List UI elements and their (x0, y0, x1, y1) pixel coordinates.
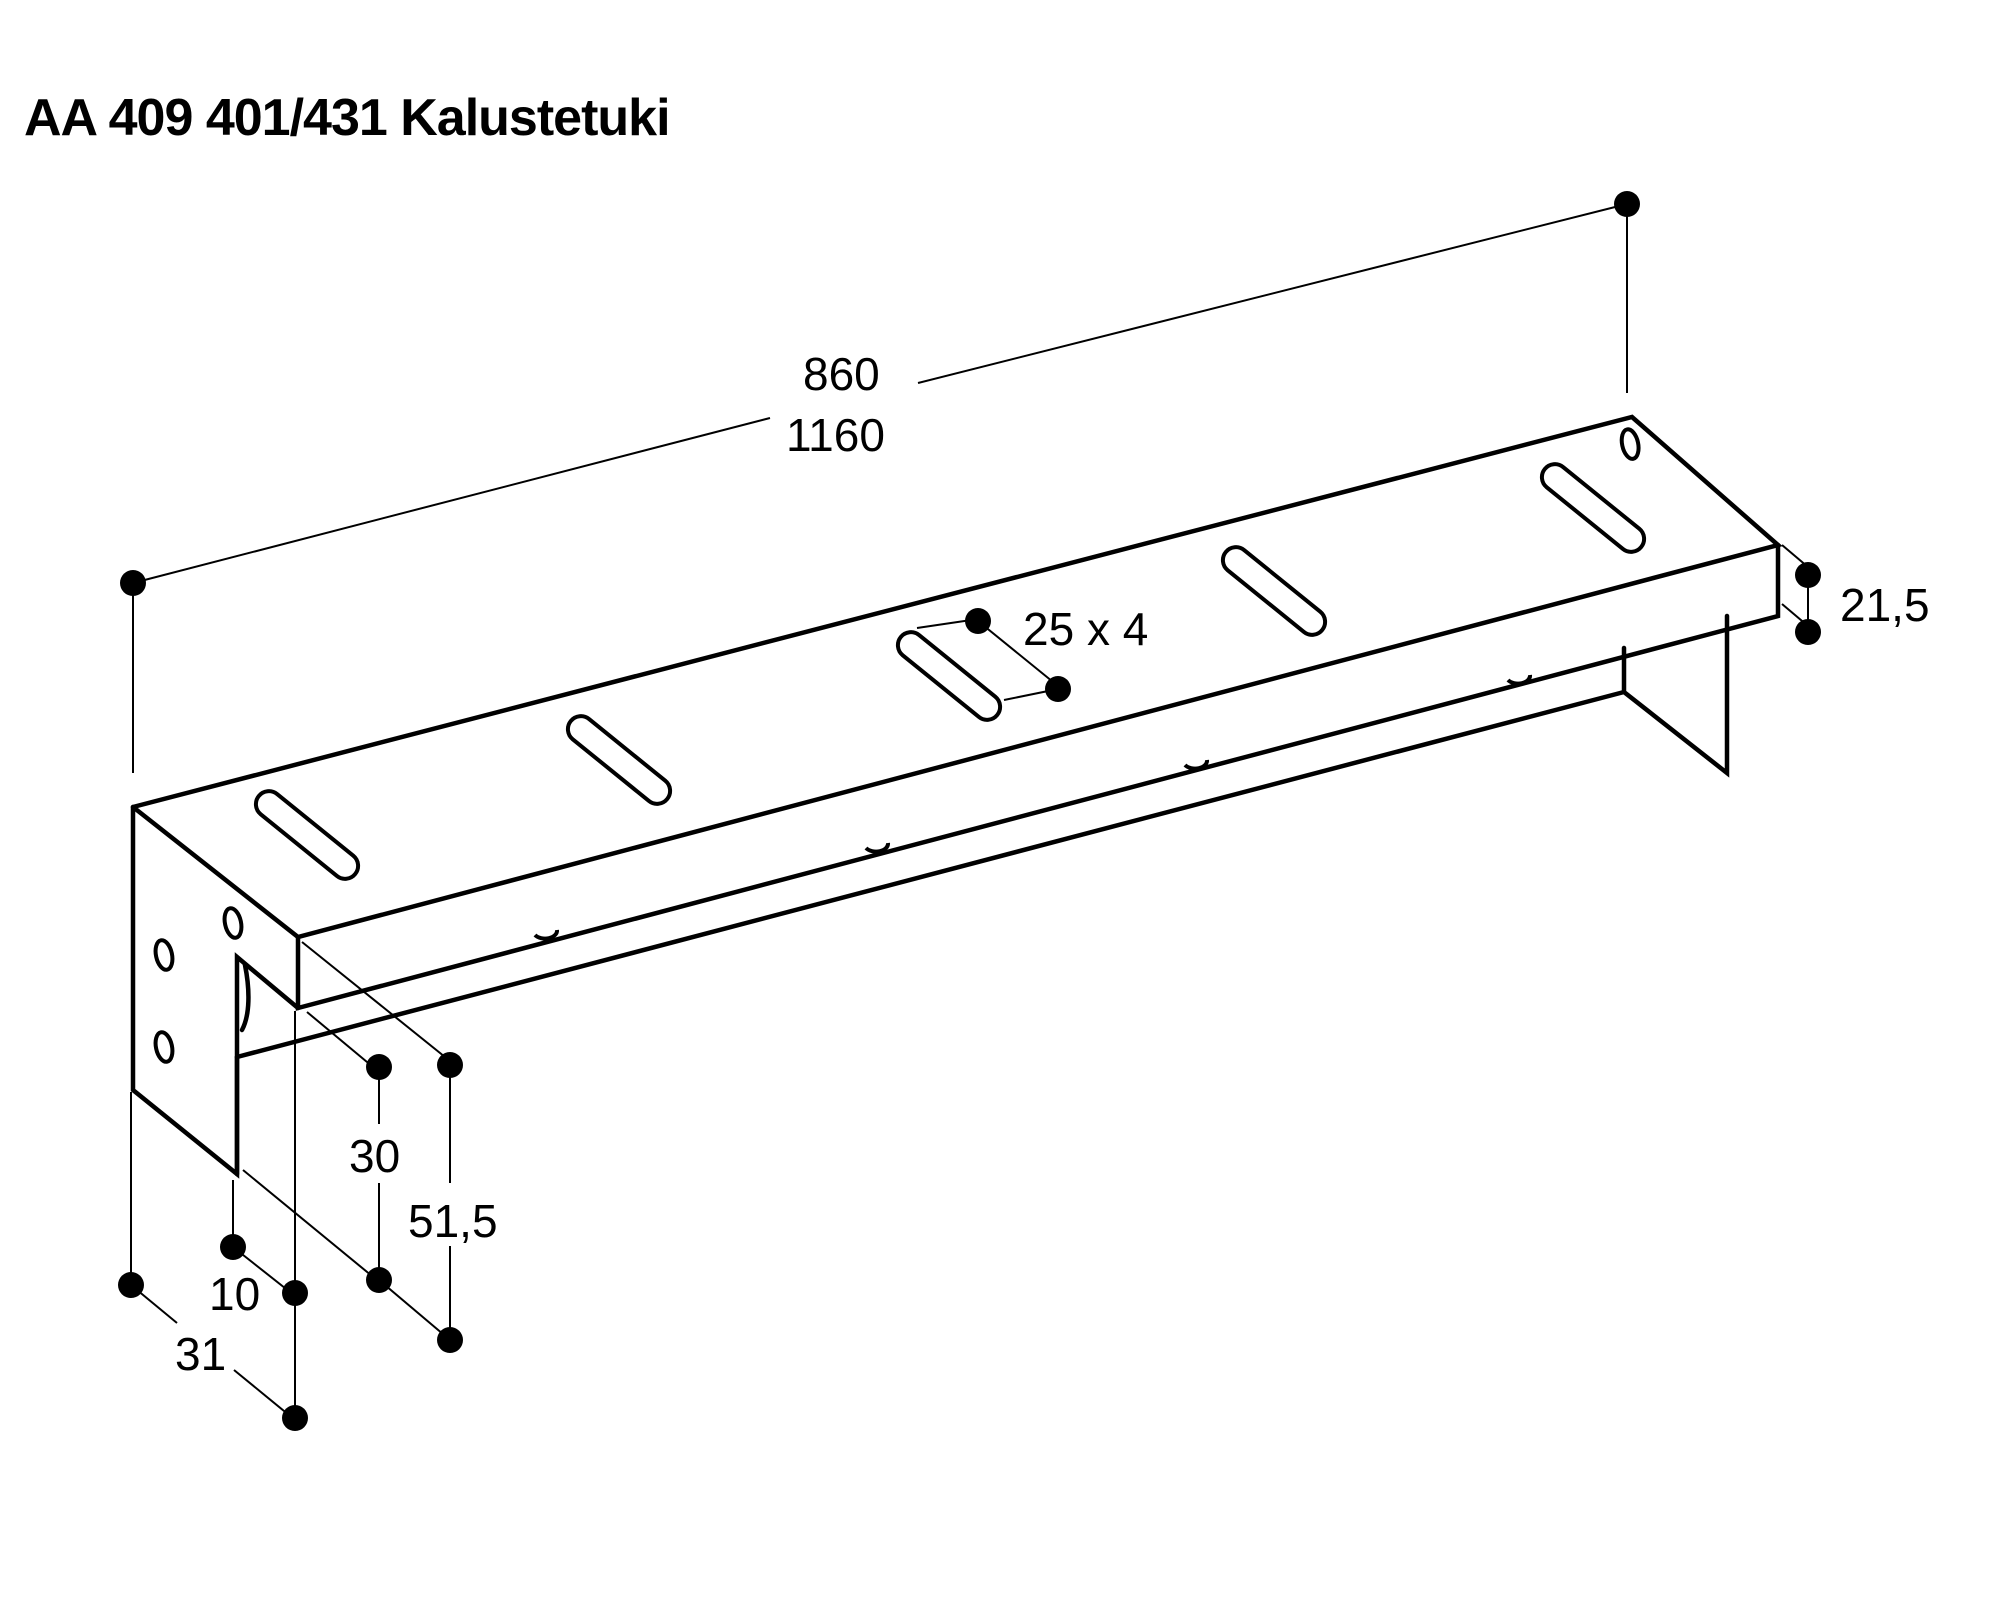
page-title: AA 409 401/431 Kalustetuki (24, 89, 671, 147)
dimension-label-30: 30 (349, 1130, 400, 1182)
slot-hole (1539, 462, 1647, 554)
dimension-label-21-5: 21,5 (1840, 579, 1930, 631)
bracket-outline (130, 414, 1783, 1179)
slot-holes (253, 462, 1647, 881)
slot-hole (1220, 545, 1328, 637)
slot-hole (565, 714, 673, 806)
dimension-length: 860 1160 (120, 191, 1640, 773)
dimension-top-thickness: 21,5 (1781, 544, 1930, 645)
side-holes (153, 427, 1641, 1064)
slot-hole (253, 789, 361, 881)
dimension-label-1160: 1160 (786, 409, 885, 461)
dimension-label-slot: 25 x 4 (1023, 603, 1148, 655)
slot-hole (895, 630, 1003, 722)
dimension-label-31: 31 (175, 1328, 226, 1380)
dimension-left-end: 30 51,5 10 31 (118, 941, 498, 1431)
dimension-label-860: 860 (803, 348, 880, 400)
dimension-slot: 25 x 4 (916, 603, 1148, 702)
dimension-label-51-5: 51,5 (408, 1195, 498, 1247)
dimension-label-10: 10 (209, 1268, 260, 1320)
